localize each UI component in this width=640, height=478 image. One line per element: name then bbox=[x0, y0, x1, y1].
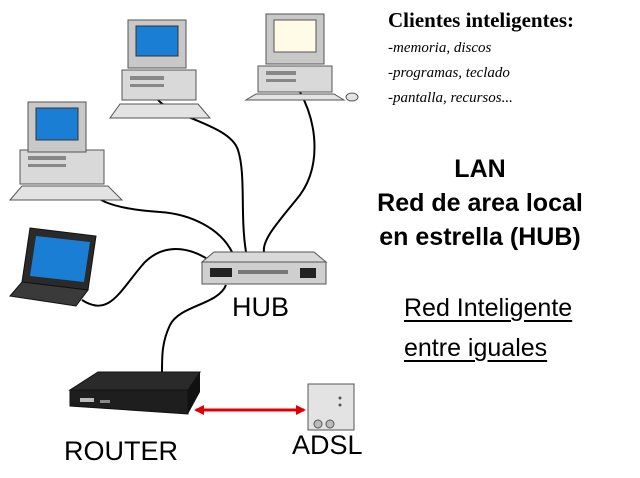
cable-pc-top-right bbox=[262, 91, 316, 253]
desktop-pc-left-icon bbox=[8, 101, 124, 201]
clients-title: Clientes inteligentes: bbox=[388, 8, 575, 32]
clients-item-programs: -programas, teclado bbox=[388, 65, 510, 81]
clients-item-memory: -memoria, discos bbox=[388, 40, 492, 56]
cable-pc-top-left bbox=[157, 99, 247, 253]
lan-description: LAN Red de area local en estrella (HUB) bbox=[340, 152, 620, 254]
router-label: ROUTER bbox=[64, 436, 178, 466]
lan-heading: LAN bbox=[454, 155, 506, 183]
peer-line-1: Red Inteligente bbox=[404, 294, 573, 322]
cable-hub-router bbox=[161, 284, 227, 373]
clients-item-screen: -pantalla, recursos... bbox=[388, 90, 513, 106]
lan-line-3: en estrella (HUB) bbox=[379, 223, 581, 251]
hub-device-icon bbox=[200, 251, 328, 285]
cable-laptop bbox=[81, 248, 213, 307]
lan-line-2: Red de area local bbox=[377, 189, 583, 217]
cable-pc-left bbox=[91, 191, 233, 253]
router-device-icon bbox=[68, 371, 201, 415]
desktop-pc-top-right-icon bbox=[244, 13, 359, 102]
peer-line-2: entre iguales bbox=[404, 334, 548, 362]
adsl-label: ADSL bbox=[292, 430, 363, 460]
network-cables bbox=[81, 91, 316, 373]
laptop-icon bbox=[9, 227, 97, 307]
hub-label: HUB bbox=[232, 292, 290, 322]
desktop-pc-top-left-icon bbox=[109, 19, 212, 119]
adsl-modem-icon bbox=[307, 383, 355, 431]
peer-network-caption: Red Inteligente entre iguales bbox=[404, 288, 572, 368]
